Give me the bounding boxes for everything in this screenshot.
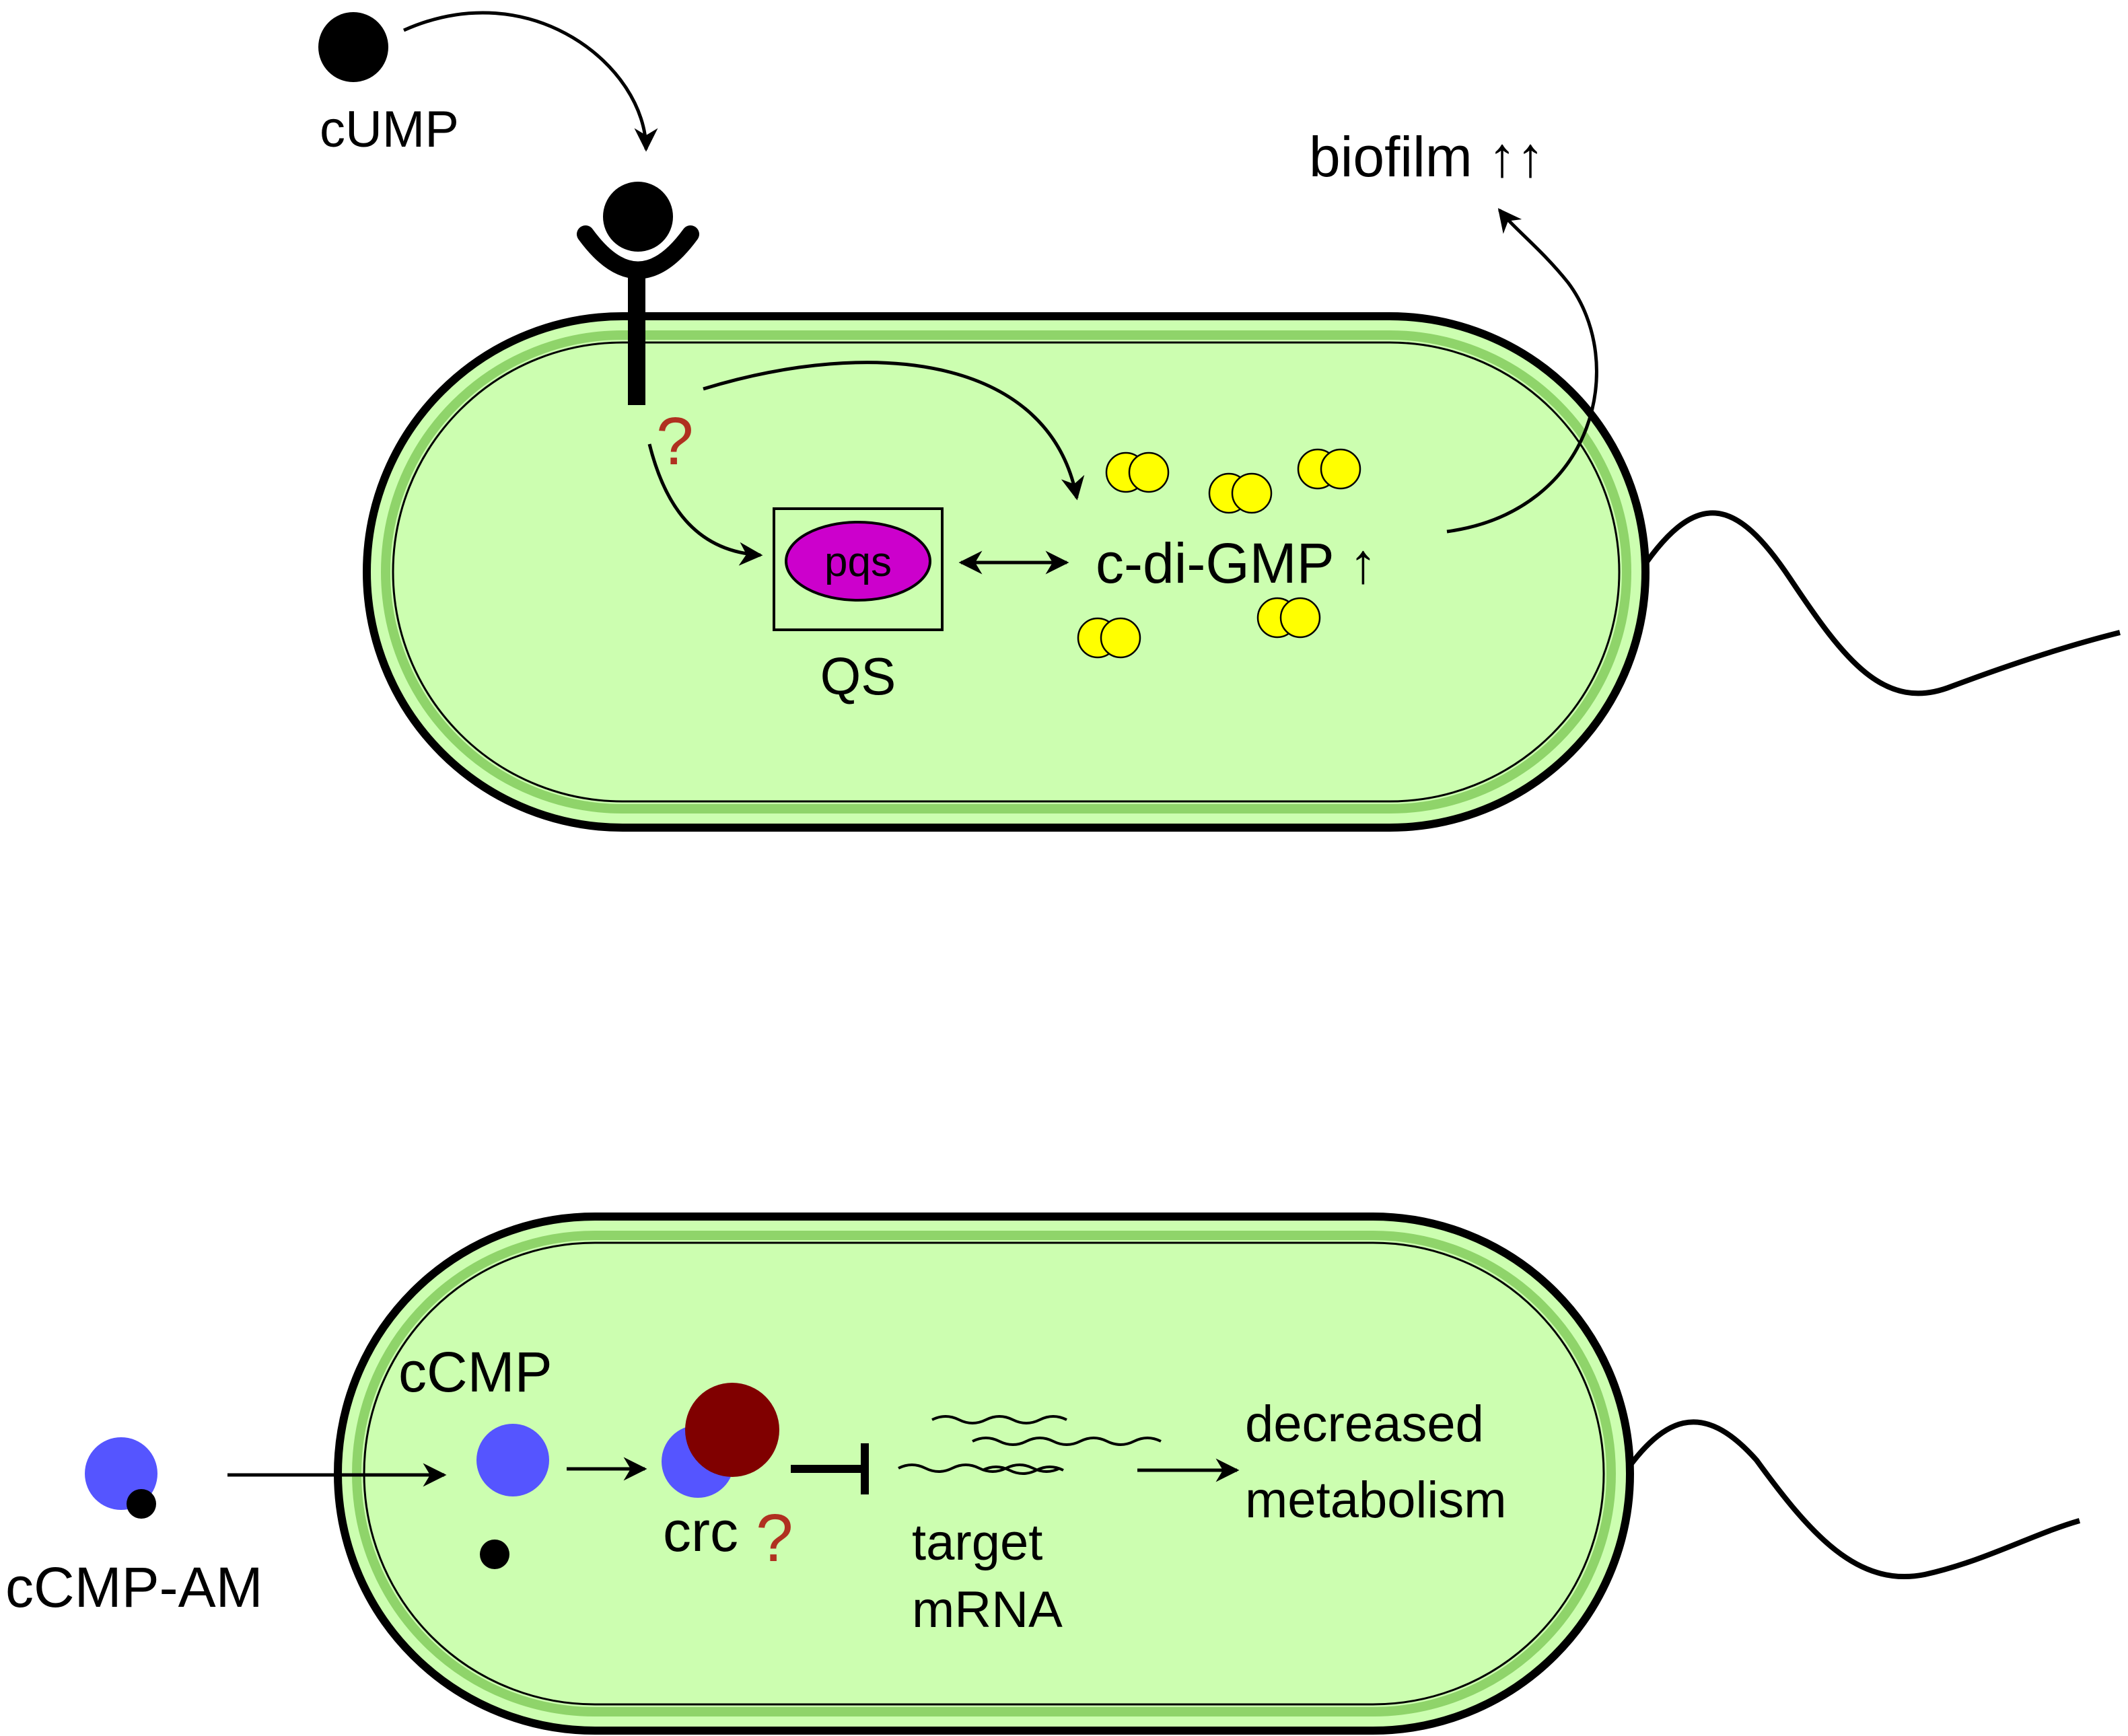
mrna-strands (898, 1415, 1162, 1475)
bottom-panel: cCMP-AM cCMP crc ? target mRNA decrea (5, 1213, 2081, 1735)
crc-protein (685, 1383, 779, 1477)
inhibition-symbol (791, 1443, 869, 1494)
cdigmp-molecule (1105, 451, 1170, 493)
cdigmp-molecule (1297, 448, 1361, 490)
cump-molecule (318, 12, 388, 82)
bound-cump-molecule (603, 182, 673, 252)
pqs-label: pqs (824, 539, 892, 585)
qs-box (773, 507, 944, 631)
ccmp-label: cCMP (398, 1340, 553, 1404)
cell-membrane-top (381, 330, 1631, 813)
arrow-cdigmp-to-biofilm (1446, 208, 1598, 534)
biofilm-label: biofilm ↑↑ (1309, 125, 1545, 188)
cdigmp-label: c-di-GMP ↑ (1096, 532, 1377, 595)
ccmp-am-label: cCMP-AM (5, 1556, 263, 1619)
decreased-metabolism-line1: decreased (1245, 1396, 1484, 1453)
pqs-system (785, 521, 931, 602)
target-mrna-label-line2: mRNA (912, 1581, 1063, 1638)
cdigmp-molecule (1077, 617, 1141, 659)
crc-label: crc (663, 1500, 738, 1563)
cdigmp-molecule (1208, 472, 1273, 514)
bacterial-cell-top (363, 312, 1650, 832)
flagellum-bottom (1612, 1419, 2081, 1580)
receptor-stalk (628, 269, 645, 405)
cleaved-am-group (480, 1540, 509, 1569)
question-mark-receptor: ? (656, 404, 694, 479)
arrow-cump-to-receptor (402, 11, 658, 152)
membrane-receptor (577, 182, 699, 405)
ccmp-molecule (476, 1424, 549, 1496)
cump-label: cUMP (320, 101, 459, 158)
decreased-metabolism-line2: metabolism (1245, 1472, 1507, 1529)
arrow-receptor-to-cdigmp (703, 361, 1085, 501)
arrow-receptor-to-qs (647, 443, 763, 566)
cdigmp-molecule (1256, 597, 1321, 639)
question-mark-crc: ? (756, 1500, 793, 1576)
target-mrna-label-line1: target (912, 1514, 1042, 1571)
top-panel: cUMP ? pqs QS c-di-GMP ↑ (318, 11, 2121, 832)
qs-label: QS (820, 647, 896, 706)
cell-inner-line-top (392, 341, 1621, 803)
flagellum-top (1633, 510, 2121, 696)
am-group (127, 1489, 156, 1519)
